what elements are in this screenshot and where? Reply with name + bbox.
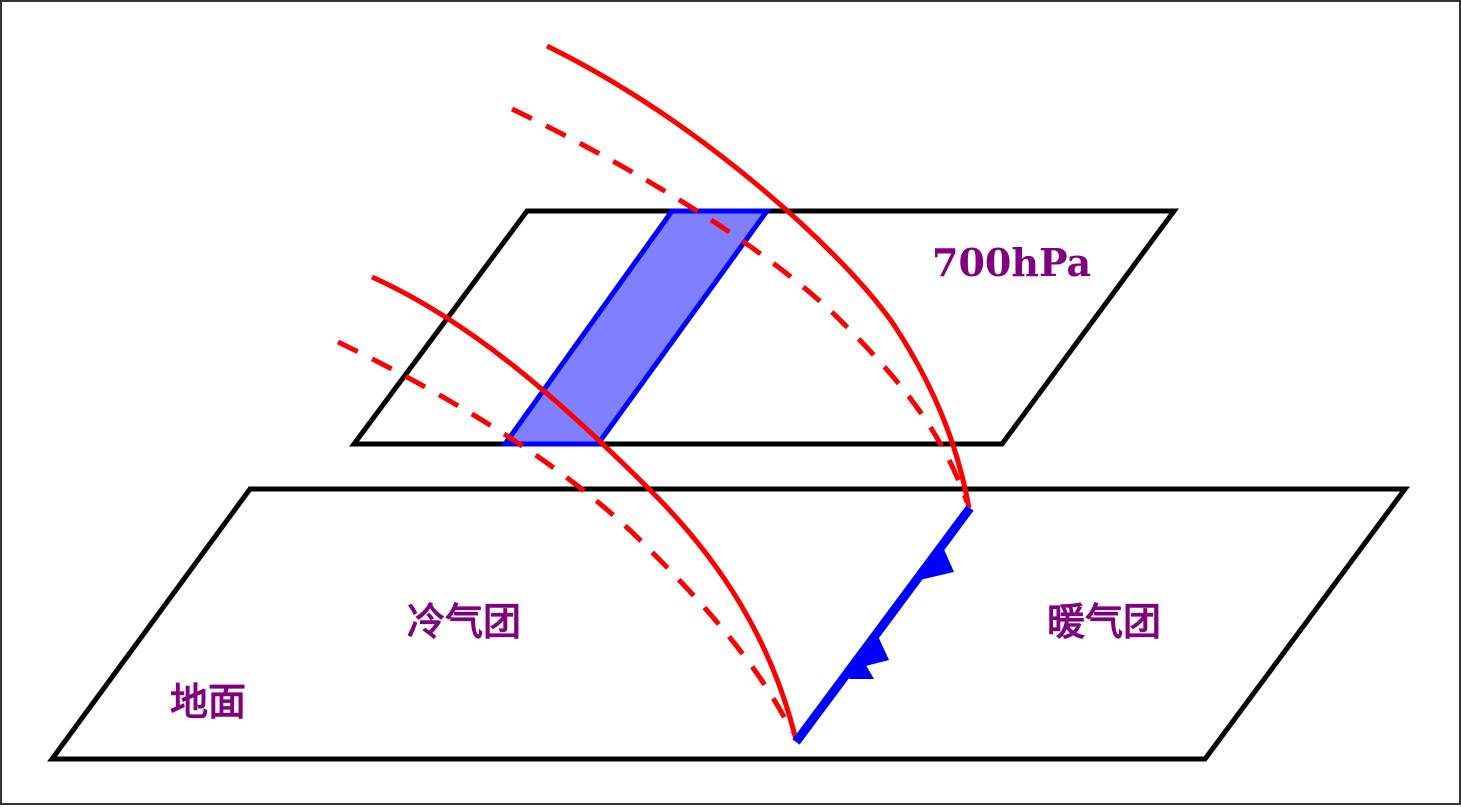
label-warm-air-mass: 暖气团 bbox=[1047, 600, 1161, 644]
ground-plane bbox=[47, 486, 1410, 762]
lower-front-solid-curve bbox=[370, 274, 799, 741]
upper-plane bbox=[349, 208, 1179, 447]
upper-front-solid-curve bbox=[545, 43, 972, 509]
lower-front-dashed-curve bbox=[336, 339, 795, 734]
front-band-700hpa bbox=[500, 208, 772, 447]
label-ground: 地面 bbox=[170, 680, 246, 724]
upper-front-dashed-curve bbox=[510, 106, 970, 503]
front-triangle-lower bbox=[915, 545, 954, 581]
label-cold-air-mass: 冷气团 bbox=[407, 600, 521, 644]
label-700hpa: 700hPa bbox=[932, 240, 1091, 285]
front-triangle-upper bbox=[850, 634, 889, 670]
surface-cold-front-line bbox=[792, 505, 974, 745]
